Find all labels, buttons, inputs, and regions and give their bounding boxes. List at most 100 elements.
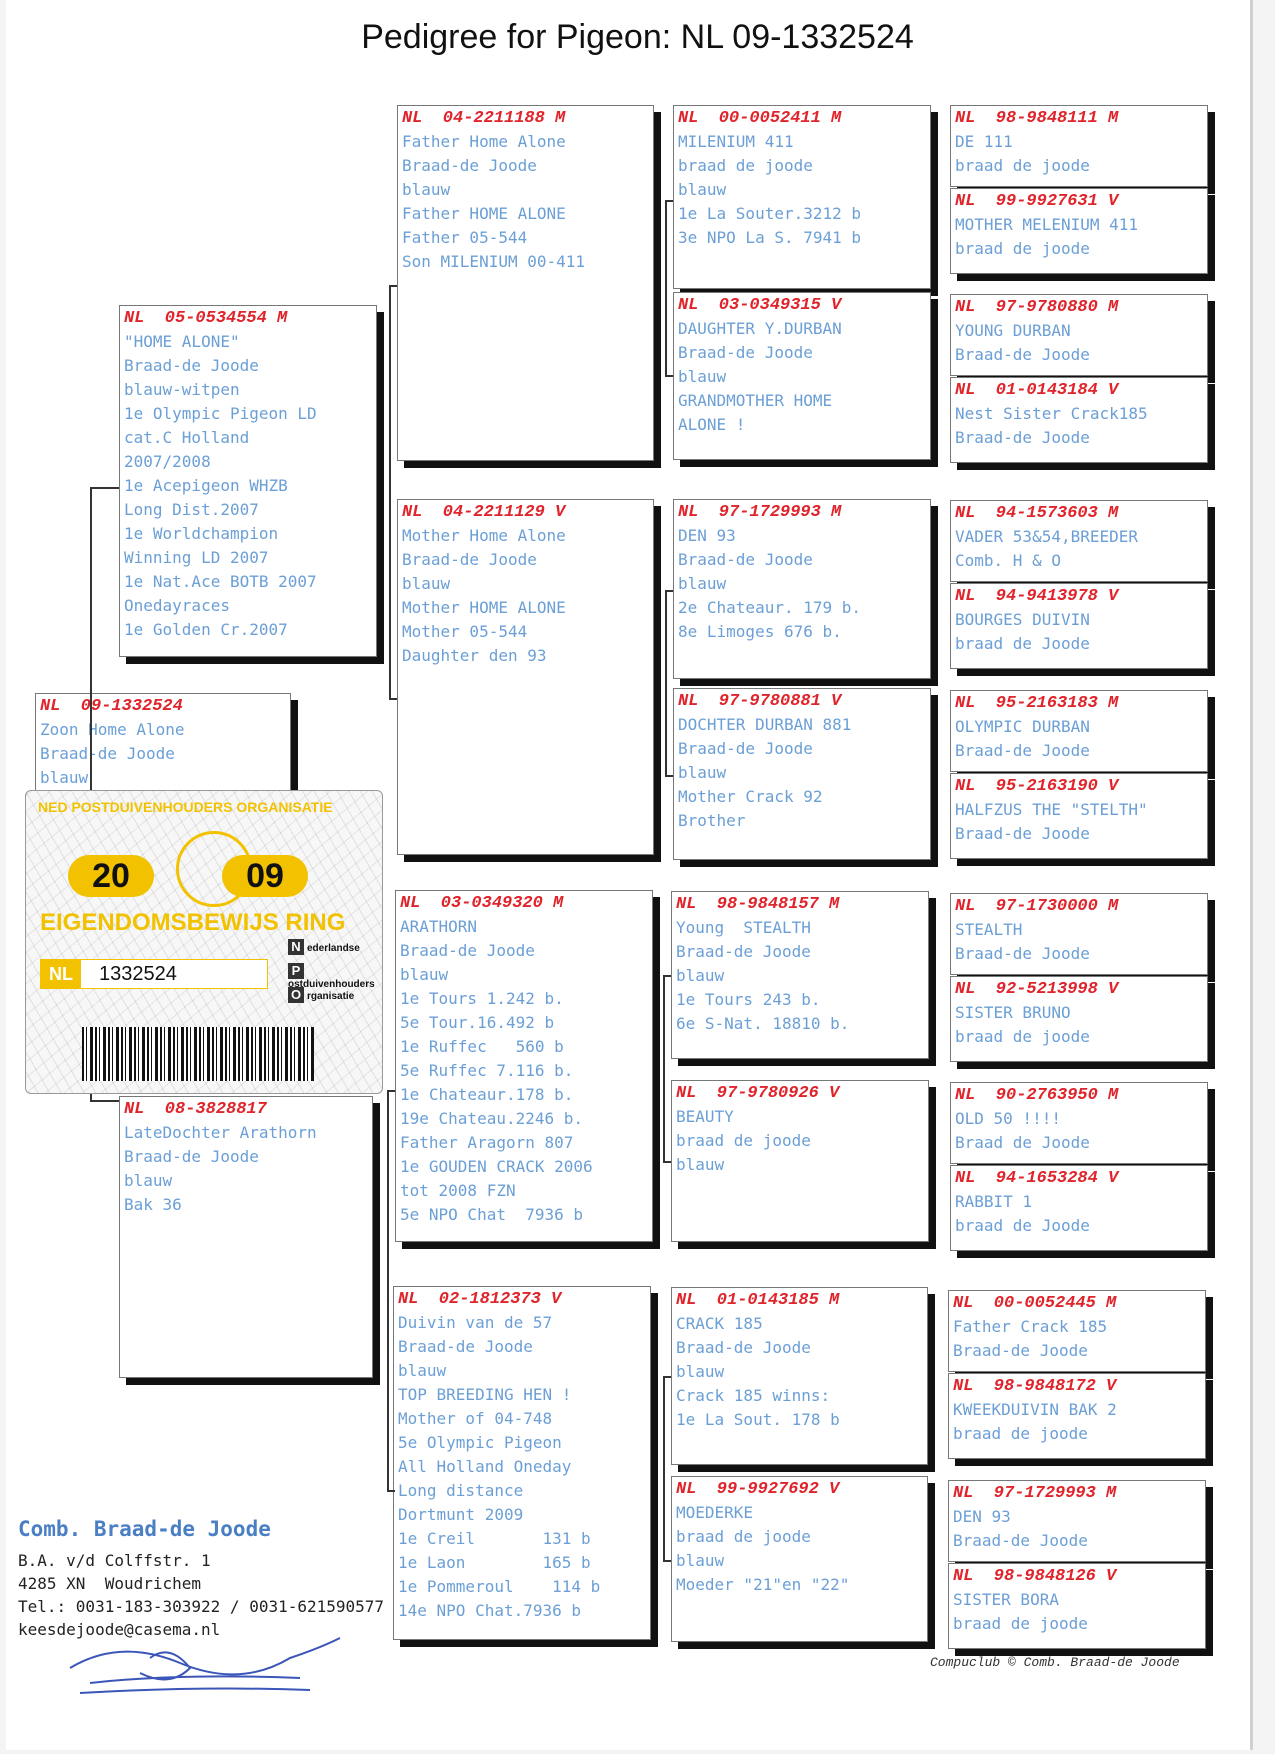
- card-year-left: 20: [68, 855, 154, 897]
- pigeon-info-line: RABBIT 1: [955, 1192, 1033, 1211]
- pigeon-info-line: 6e S-Nat. 18810 b.: [676, 1014, 850, 1033]
- pigeon-info-line: blauw: [678, 367, 727, 386]
- pigeon-info-line: blauw: [400, 965, 449, 984]
- pigeon-info-line: Onedayraces: [124, 596, 230, 615]
- pigeon-info-line: Braad-de Joode: [678, 343, 813, 362]
- pigeon-info-line: Braad-de Joode: [402, 550, 537, 569]
- pigeon-info-line: Mother of 04-748: [398, 1409, 553, 1428]
- pigeon-info-line: ALONE !: [678, 415, 746, 434]
- ring-number: NL 98-9848157 M: [676, 895, 840, 914]
- ring-number: NL 95-2163183 M: [955, 694, 1119, 713]
- pigeon-info-line: Son MILENIUM 00-411: [402, 252, 586, 271]
- pigeon-info-line: Braad-de Joode: [676, 942, 811, 961]
- pigeon-info-line: 1e La Sout. 178 b: [676, 1410, 840, 1429]
- ring-number: NL 05-0534554 M: [124, 309, 288, 328]
- ring-ownership-card: NED POSTDUIVENHOUDERS ORGANISATIE 20 09 …: [25, 790, 383, 1094]
- pigeon-info-line: blauw: [676, 1551, 725, 1570]
- pigeon-info-line: KWEEKDUIVIN BAK 2: [953, 1400, 1117, 1419]
- pigeon-info-line: Braad-de Joode: [124, 356, 259, 375]
- ring-number: NL 04-2211129 V: [402, 503, 566, 522]
- pigeon-info-line: Braad-de Joode: [955, 428, 1090, 447]
- pigeon-info-line: MILENIUM 411: [678, 132, 794, 151]
- pigeon-info-line: 1e Pommeroul 114 b: [398, 1577, 601, 1596]
- card-label: EIGENDOMSBEWIJS RING: [40, 909, 346, 936]
- pigeon-box: NL 99-9927631 V MOTHER MELENIUM 411 braad …: [950, 188, 1208, 274]
- pigeon-info-line: Braad-de Joode: [402, 156, 537, 175]
- pigeon-info-line: Crack 185 winns:: [676, 1386, 831, 1405]
- pigeon-info-line: Comb. H & O: [955, 551, 1061, 570]
- pigeon-info-line: 19e Chateau.2246 b.: [400, 1109, 584, 1128]
- connector-line: [663, 975, 671, 977]
- pigeon-info-line: Braad-de Joode: [398, 1337, 533, 1356]
- pigeon-info-line: BOURGES DUIVIN: [955, 610, 1090, 629]
- connector-line: [665, 590, 667, 775]
- pigeon-info-line: DAUGHTER Y.DURBAN: [678, 319, 842, 338]
- pigeon-info-line: OLD 50 !!!!: [955, 1109, 1061, 1128]
- ring-number: NL 99-9927692 V: [676, 1480, 840, 1499]
- pigeon-info-line: braad de joode: [955, 156, 1090, 175]
- pigeon-info-line: 1e Worldchampion: [124, 524, 279, 543]
- ring-number: NL 01-0143185 M: [676, 1291, 840, 1310]
- ring-number: NL 98-9848172 V: [953, 1377, 1117, 1396]
- connector-line: [90, 487, 119, 489]
- pigeon-info-line: 5e Tour.16.492 b: [400, 1013, 555, 1032]
- ring-number: NL 00-0052411 M: [678, 109, 842, 128]
- ring-number: NL 00-0052445 M: [953, 1294, 1117, 1313]
- ring-number: NL 99-9927631 V: [955, 192, 1119, 211]
- pigeon-info-line: Braad-de Joode: [955, 345, 1090, 364]
- pigeon-info-line: blauw: [678, 763, 727, 782]
- card-org: NED POSTDUIVENHOUDERS ORGANISATIE: [38, 799, 333, 815]
- pigeon-info-line: 1e Ruffec 560 b: [400, 1037, 564, 1056]
- breeder-phone: Tel.: 0031-183-303922 / 0031-621590577: [18, 1597, 385, 1616]
- pigeon-info-line: Braad-de Joode: [953, 1531, 1088, 1550]
- pigeon-info-line: Braad-de Joode: [955, 741, 1090, 760]
- pigeon-info-line: TOP BREEDING HEN !: [398, 1385, 572, 1404]
- ring-number: NL 97-1729993 M: [678, 503, 842, 522]
- pigeon-info-line: VADER 53&54,BREEDER: [955, 527, 1139, 546]
- pigeon-info-line: DOCHTER DURBAN 881: [678, 715, 852, 734]
- pigeon-info-line: braad de joode: [678, 156, 813, 175]
- breeder-address-2: 4285 XN Woudrichem: [18, 1574, 202, 1593]
- pigeon-info-line: braad de joode: [676, 1131, 811, 1150]
- pigeon-box: NL 05-0534554 M "HOME ALONE" Braad-de Jood…: [119, 305, 377, 657]
- barcode: [82, 1027, 314, 1081]
- pigeon-info-line: 1e Tours 243 b.: [676, 990, 821, 1009]
- pigeon-info-line: Father Aragorn 807: [400, 1133, 574, 1152]
- pigeon-info-line: 1e GOUDEN CRACK 2006: [400, 1157, 593, 1176]
- ring-number: NL 01-0143184 V: [955, 381, 1119, 400]
- pigeon-info-line: 5e Ruffec 7.116 b.: [400, 1061, 574, 1080]
- pigeon-info-line: All Holland Oneday: [398, 1457, 572, 1476]
- ring-number: NL 03-0349315 V: [678, 296, 842, 315]
- pigeon-info-line: DE 111: [955, 132, 1013, 151]
- pigeon-info-line: 5e NPO Chat 7936 b: [400, 1205, 584, 1224]
- pigeon-info-line: braad de joode: [955, 1027, 1090, 1046]
- breeder-address-1: B.A. v/d Colffstr. 1: [18, 1551, 211, 1570]
- pigeon-info-line: Nest Sister Crack185: [955, 404, 1148, 423]
- ring-number: NL 94-1573603 M: [955, 504, 1119, 523]
- ring-number: NL 95-2163190 V: [955, 777, 1119, 796]
- pigeon-info-line: Braad-de Joode: [400, 941, 535, 960]
- connector-line: [663, 1560, 671, 1562]
- pigeon-info-line: 1e Acepigeon WHZB: [124, 476, 288, 495]
- ring-number: NL 97-1729993 M: [953, 1484, 1117, 1503]
- pigeon-info-line: Braad-de Joode: [676, 1338, 811, 1357]
- pigeon-info-line: "HOME ALONE": [124, 332, 240, 351]
- connector-line: [665, 775, 673, 777]
- pigeon-info-line: braad de joode: [955, 239, 1090, 258]
- ring-number: NL 98-9848126 V: [953, 1567, 1117, 1586]
- pigeon-info-line: blauw: [124, 1171, 173, 1190]
- ring-number: NL 08-3828817: [124, 1100, 267, 1119]
- pigeon-info-line: MOTHER MELENIUM 411: [955, 215, 1139, 234]
- pigeon-info-line: GRANDMOTHER HOME: [678, 391, 833, 410]
- signature-icon: [69, 1637, 341, 1694]
